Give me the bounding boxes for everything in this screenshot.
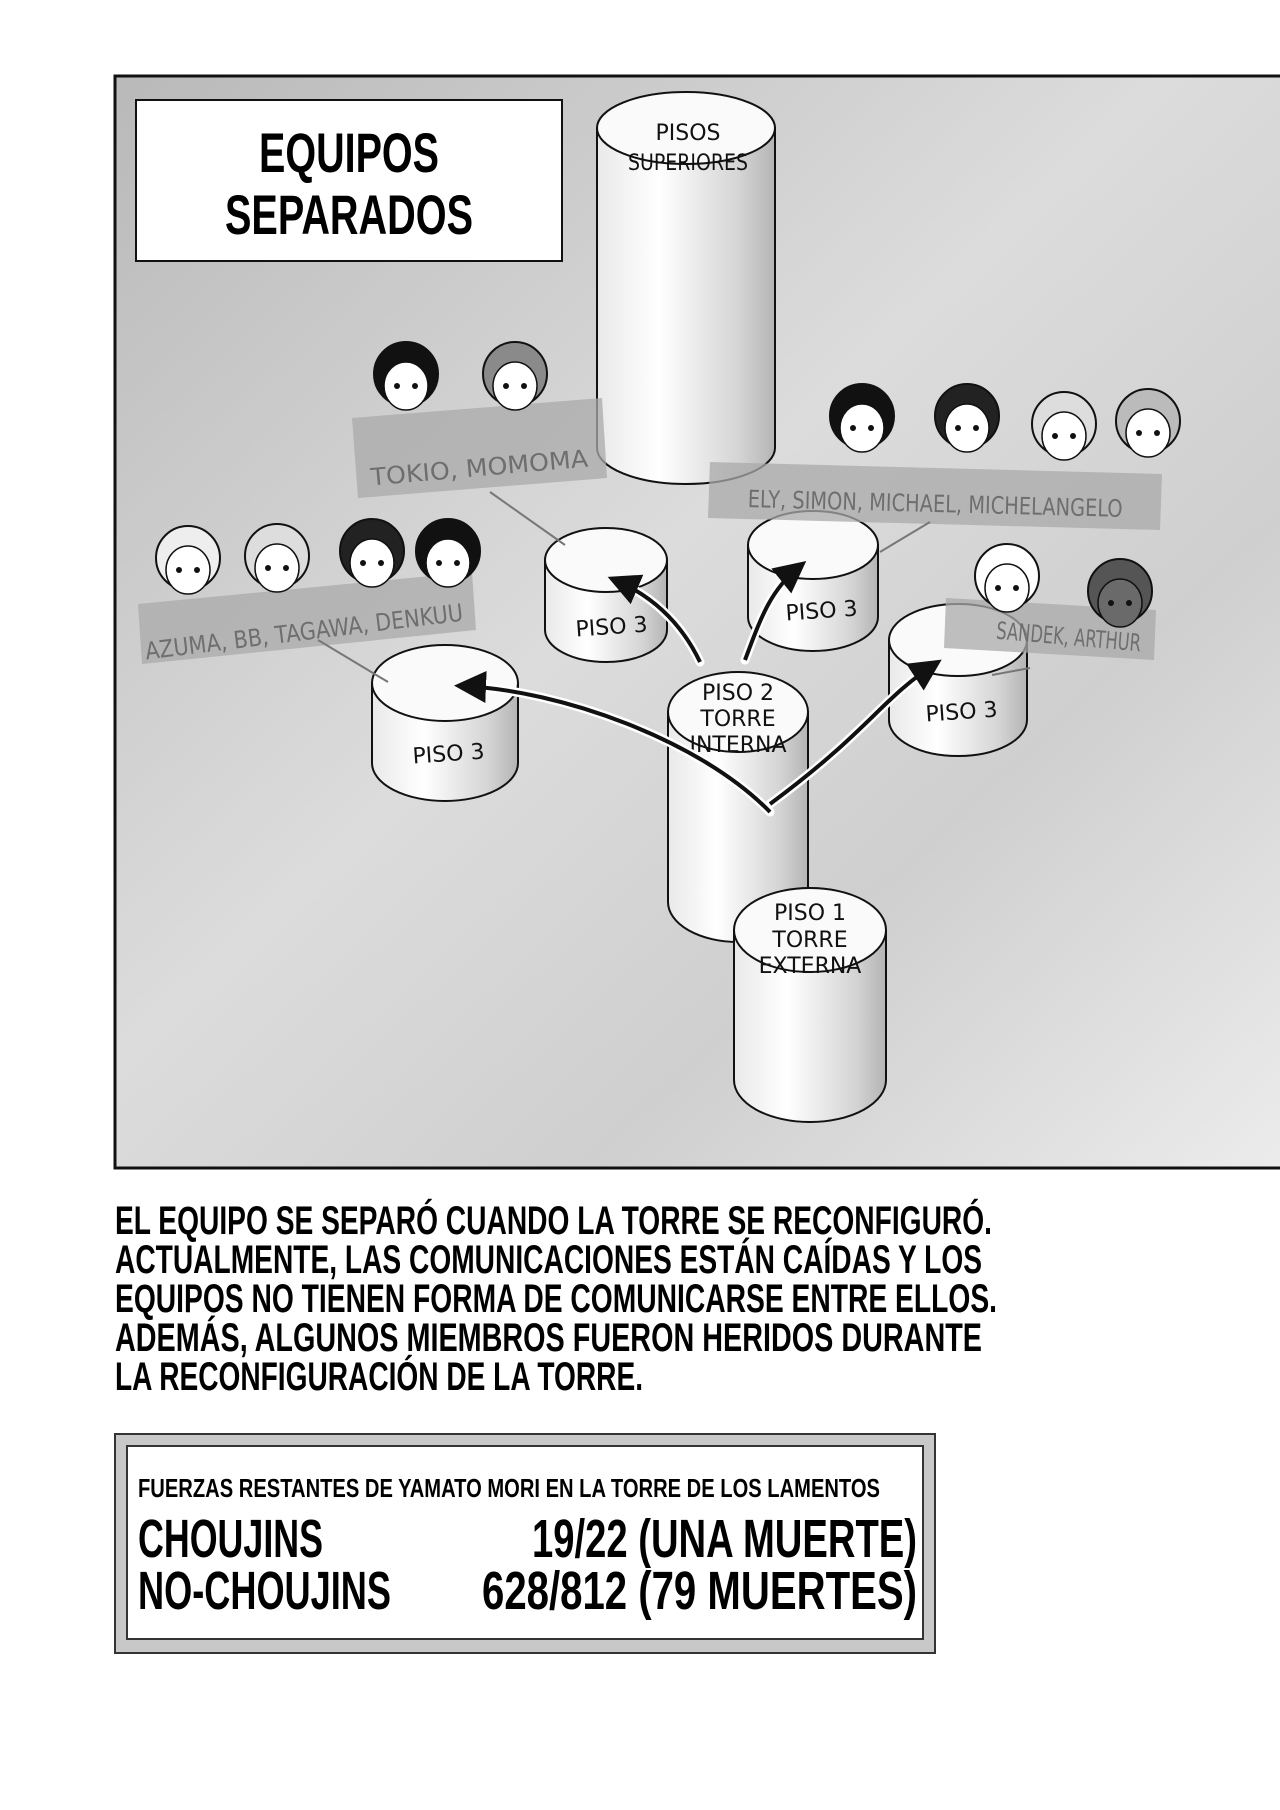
- floor2-label-1: PISO 2: [702, 681, 774, 706]
- upper-floors-label-1: PISOS: [655, 121, 720, 146]
- character-face-icon: [974, 543, 1040, 613]
- diagram-panel: EQUIPOS SEPARADOS PISOS SUPERIORES PISO …: [113, 74, 1280, 1170]
- character-face-icon: [1031, 391, 1097, 461]
- floor3-label-d: PISO 3: [412, 740, 486, 770]
- character-face-icon: [373, 341, 439, 411]
- character-face-icon: [339, 518, 405, 588]
- caption-line-2: ACTUALMENTE, LAS COMUNICACIONES ESTÁN CA…: [115, 1237, 982, 1282]
- forces-choujins-label: CHOUJINS: [138, 1509, 323, 1569]
- caption-line-1: EL EQUIPO SE SEPARÓ CUANDO LA TORRE SE R…: [115, 1197, 992, 1243]
- floor1-cylinder: [733, 887, 887, 1123]
- forces-heading: FUERZAS RESTANTES DE YAMATO MORI EN LA T…: [138, 1473, 880, 1503]
- floor2-label-2: TORRE: [699, 707, 775, 732]
- title-box: EQUIPOS SEPARADOS: [135, 99, 563, 262]
- character-face-icon: [1115, 388, 1181, 458]
- caption-line-4: ADEMÁS, ALGUNOS MIEMBROS FUERON HERIDOS …: [115, 1315, 982, 1360]
- forces-box: FUERZAS RESTANTES DE YAMATO MORI EN LA T…: [114, 1433, 936, 1654]
- title-line-1: EQUIPOS: [259, 121, 439, 184]
- floor3-label-a: PISO 3: [575, 613, 649, 643]
- floor3-cylinder: [371, 644, 519, 802]
- floor1-label-1: PISO 1: [774, 901, 846, 926]
- team-tokio-momoma: TOKIO, MOMOMA: [352, 398, 607, 546]
- floor3-cylinder: [747, 510, 879, 652]
- arrow-to-center-right-floor3: [743, 560, 807, 661]
- floor3-label-b: PISO 3: [785, 597, 859, 627]
- arrow-to-left-floor3: [454, 671, 772, 814]
- character-face-icon: [244, 523, 310, 593]
- arrow-to-right-floor3: [768, 659, 942, 806]
- character-face-icon: [1087, 558, 1153, 628]
- character-face-icon: [934, 383, 1000, 453]
- team-ely-simon-michael-michelangelo: ELY, SIMON, MICHAEL, MICHELANGELO: [708, 462, 1162, 553]
- floor2-label-3: INTERNA: [689, 733, 786, 758]
- caption-line-3: EQUIPOS NO TIENEN FORMA DE COMUNICARSE E…: [115, 1277, 997, 1321]
- caption-line-5: LA RECONFIGURACIÓN DE LA TORRE.: [115, 1353, 643, 1399]
- arrow-to-center-left-floor3: [607, 574, 702, 663]
- forces-nochoujins-value: 628/812 (79 MUERTES): [482, 1561, 917, 1621]
- arrows: [454, 560, 942, 817]
- character-face-icon: [829, 383, 895, 453]
- floor1-label-3: EXTERNA: [759, 954, 862, 979]
- floor3-label-c: PISO 3: [925, 698, 999, 728]
- character-face-icon: [415, 518, 481, 588]
- title-line-2: SEPARADOS: [225, 183, 473, 246]
- caption: EL EQUIPO SE SEPARÓ CUANDO LA TORRE SE R…: [115, 1197, 997, 1399]
- forces-choujins-value: 19/22 (UNA MUERTE): [532, 1509, 917, 1569]
- character-face-icon: [155, 525, 221, 595]
- character-face-icon: [482, 341, 548, 411]
- floor1-label-2: TORRE: [771, 928, 847, 953]
- forces-nochoujins-label: NO-CHOUJINS: [138, 1561, 391, 1621]
- upper-floors-label-2: SUPERIORES: [628, 151, 748, 176]
